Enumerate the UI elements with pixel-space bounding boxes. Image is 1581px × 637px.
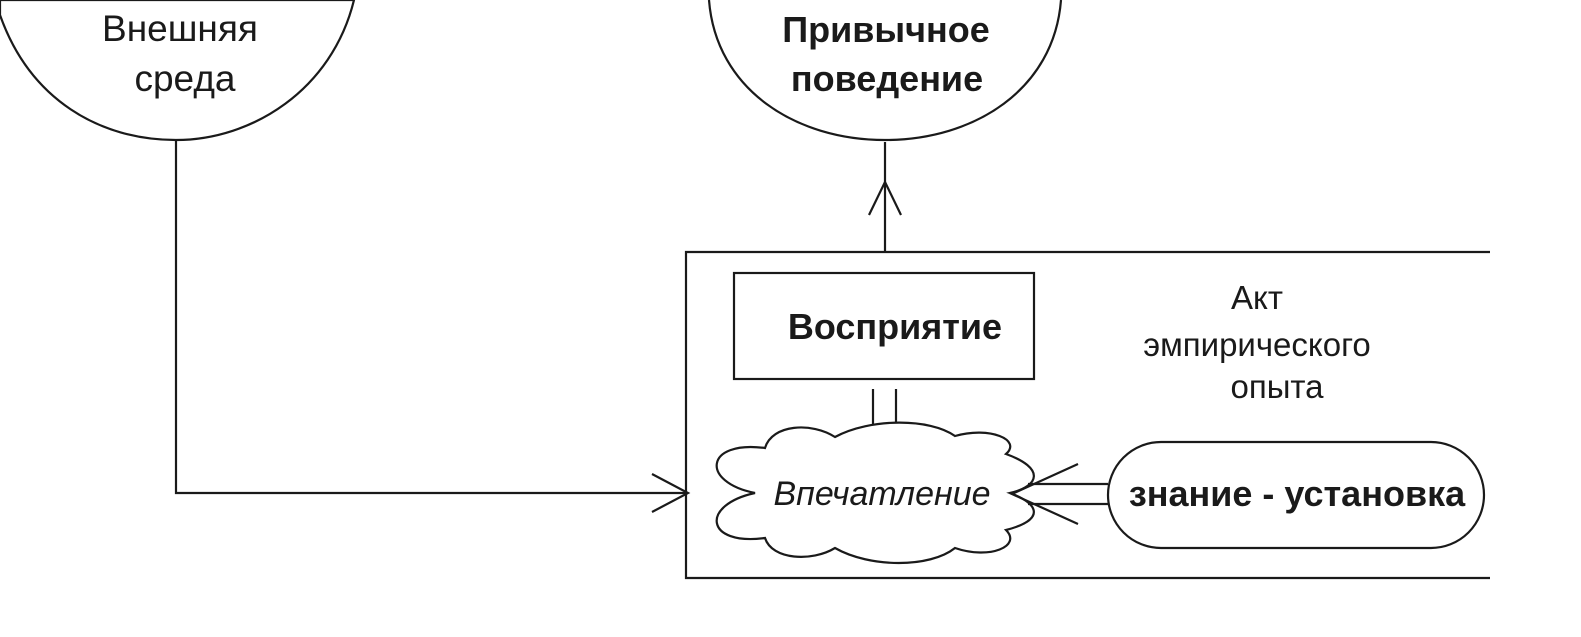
external-environment-label-line1: Внешняя	[102, 8, 258, 49]
knowledge-to-impression-arrow	[1009, 462, 1108, 526]
empirical-act-container: Акт эмпирического опыта	[684, 250, 1490, 580]
knowledge-to-impression-arrowhead	[1009, 462, 1079, 526]
empirical-act-label-line3: опыта	[1230, 368, 1324, 405]
habitual-behavior-shape	[707, 0, 1063, 142]
knowledge-attitude-pill	[1106, 440, 1486, 550]
perception-impression-link	[871, 389, 898, 428]
environment-to-impression-arrow	[174, 140, 691, 513]
perception-node: Восприятие	[732, 271, 1036, 381]
external-environment-node: Внешняя среда	[0, 0, 356, 142]
perception-label: Восприятие	[788, 306, 1002, 347]
habitual-behavior-label-line2: поведение	[791, 58, 983, 99]
empirical-act-label-line1: Акт	[1231, 279, 1283, 316]
empirical-act-frame	[684, 250, 1490, 580]
external-environment-label-line2: среда	[134, 58, 235, 99]
impression-node: Впечатление	[715, 421, 1035, 565]
environment-to-impression-arrowhead	[651, 473, 691, 513]
act-to-behavior-arrowhead	[868, 179, 902, 216]
external-environment-shape	[0, 0, 356, 142]
habitual-behavior-label-line1: Привычное	[782, 9, 990, 50]
habitual-behavior-node: Привычное поведение	[707, 0, 1063, 142]
perception-box	[732, 271, 1036, 381]
act-to-behavior-arrow	[868, 142, 902, 252]
knowledge-attitude-node: знание - установка	[1106, 440, 1486, 550]
knowledge-attitude-label: знание - установка	[1129, 473, 1466, 514]
impression-label: Впечатление	[773, 475, 990, 513]
environment-to-impression-line	[174, 140, 686, 495]
impression-cloud	[715, 421, 1035, 565]
empirical-act-label-line2: эмпирического	[1143, 326, 1371, 363]
